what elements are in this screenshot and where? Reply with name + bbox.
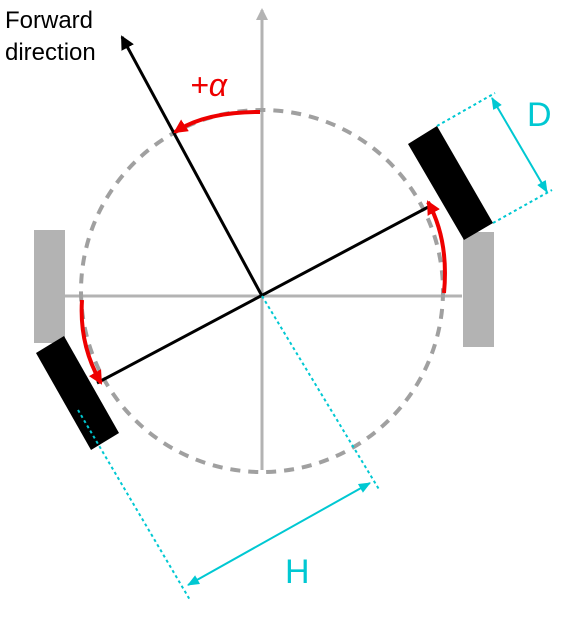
- alpha-label: +α: [190, 67, 228, 103]
- alpha-rotation-arrow: [173, 110, 261, 134]
- d-extension-top: [436, 92, 496, 127]
- ghost-left-wheel: [34, 230, 65, 343]
- forward-direction-label: Forward direction: [5, 7, 100, 66]
- h-extension-center: [261, 295, 381, 492]
- left-wheel-rotation-arrow: [79, 299, 103, 385]
- right-wheel: [408, 126, 493, 240]
- left-wheel: [36, 336, 119, 450]
- wheel-diameter-label: D: [527, 96, 552, 134]
- d-extension-bottom: [492, 189, 553, 224]
- ghost-right-wheel: [463, 232, 494, 347]
- right-wheel-rotation-arrow: [426, 200, 447, 294]
- wheel-axle: [96, 203, 433, 385]
- h-extension-wheel: [77, 409, 191, 601]
- forward-label-line1: Forward: [5, 7, 93, 34]
- d-dimension-arrow: [491, 97, 548, 193]
- h-dimension-arrow: [187, 482, 371, 586]
- forward-label-line2: direction: [5, 39, 96, 66]
- track-width-label: H: [285, 553, 310, 591]
- forward-direction-arrow: [120, 35, 264, 297]
